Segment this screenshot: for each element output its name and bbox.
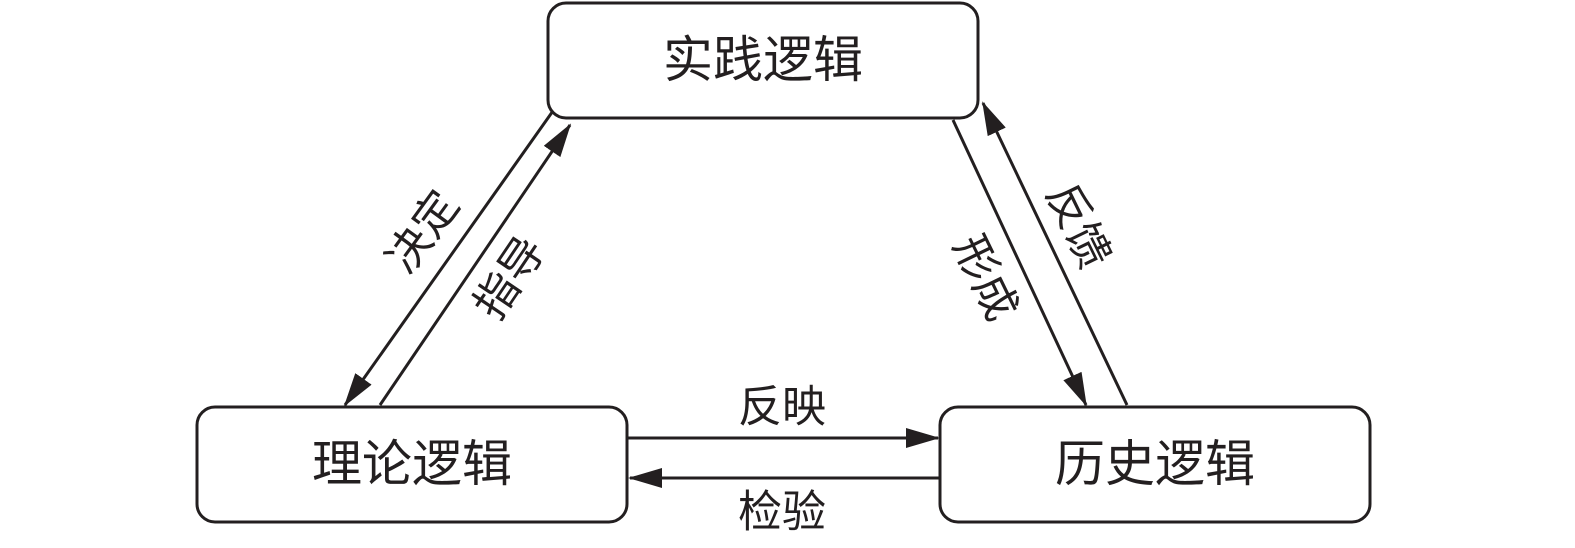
node-practice: 实践逻辑	[546, 1, 980, 120]
edge-decide-arrow	[343, 100, 562, 407]
node-history-label: 历史逻辑	[1055, 435, 1255, 493]
node-theory-label: 理论逻辑	[312, 435, 512, 493]
edge-verify-label: 检验	[738, 487, 826, 538]
edge-reflect-label: 反映	[738, 382, 826, 433]
edge-feedback-arrow	[981, 101, 1129, 406]
edge-decide-label: 决定	[377, 181, 470, 282]
node-practice-label: 实践逻辑	[663, 31, 863, 89]
edge-guide-arrow	[378, 123, 572, 406]
edge-form-arrow	[951, 119, 1088, 407]
edge-feedback-label: 反馈	[1036, 175, 1120, 276]
edge-form-label: 形成	[943, 227, 1027, 328]
edge-guide-label: 指导	[464, 227, 555, 328]
node-theory: 理论逻辑	[195, 405, 629, 524]
node-history: 历史逻辑	[938, 405, 1372, 524]
